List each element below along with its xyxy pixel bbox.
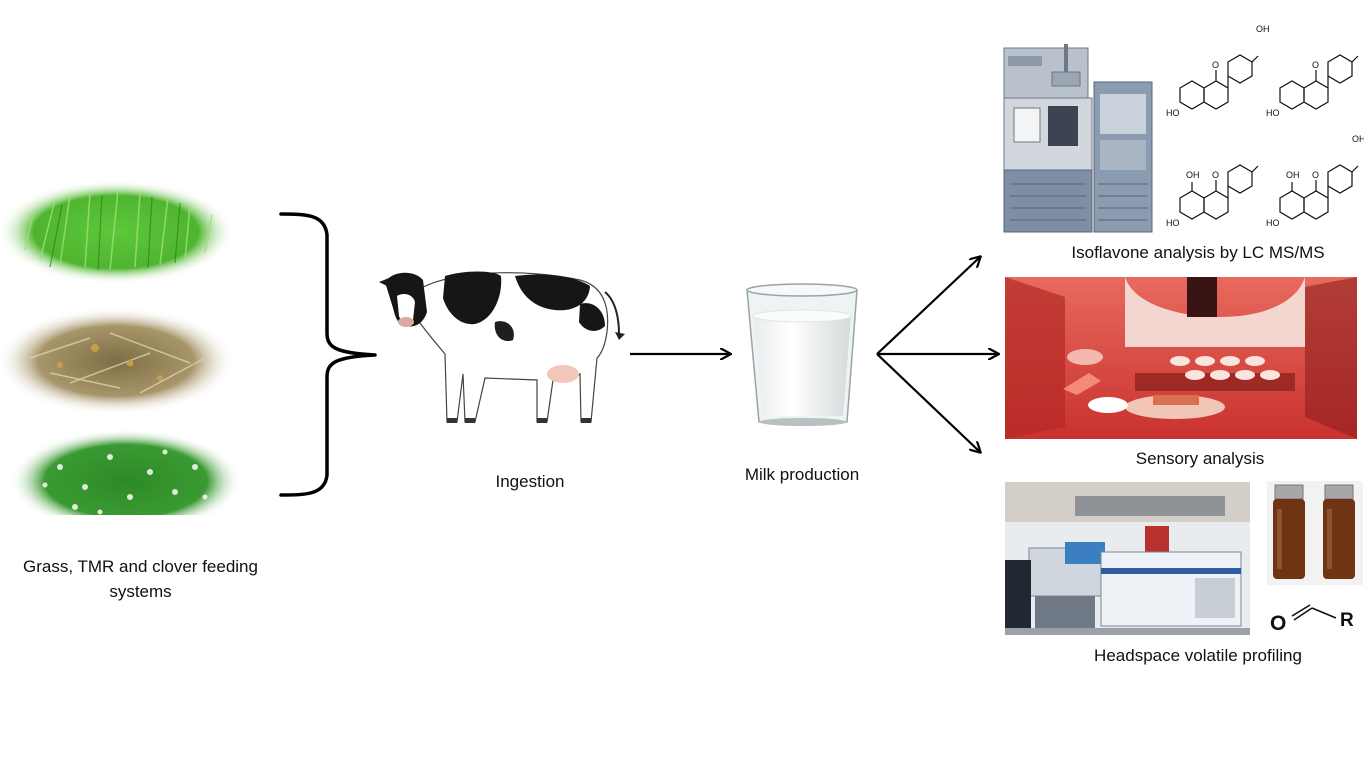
- arrow-to-headspace: [876, 353, 980, 452]
- structure-2: [1279, 54, 1359, 110]
- grass-image: [0, 180, 234, 284]
- sensory-booth-image: [1005, 277, 1357, 439]
- arrow-to-isoflavone: [876, 257, 980, 355]
- amber-vials-image: [1267, 481, 1363, 585]
- aldehyde-r-label: R: [1340, 610, 1354, 631]
- oh-label-2: OH: [1186, 170, 1200, 180]
- cow-image: [379, 271, 625, 423]
- hydroxyl-label-4: HO: [1266, 218, 1280, 228]
- headspace-caption: Headspace volatile profiling: [1094, 646, 1302, 665]
- isoflavone-caption: Isoflavone analysis by LC MS/MS: [1071, 243, 1325, 262]
- gc-instrument-image: [1005, 482, 1250, 635]
- milk-caption: Milk production: [744, 465, 860, 484]
- structure-3: [1179, 164, 1259, 220]
- feeding-caption: Grass, TMR and clover feeding systems: [23, 557, 258, 601]
- oh-label-4: OH: [1352, 134, 1364, 144]
- grouping-brace: [279, 212, 377, 497]
- milk-glass-image: [746, 283, 858, 426]
- oxygen-label-2: O: [1312, 60, 1319, 70]
- tmr-image: [0, 307, 236, 415]
- oxygen-label-1: O: [1212, 60, 1219, 70]
- clover-image: [10, 429, 242, 515]
- structure-1: [1179, 54, 1259, 110]
- oxygen-label-4: O: [1312, 170, 1319, 180]
- sensory-caption: Sensory analysis: [1135, 449, 1265, 468]
- aldehyde-oxygen-label: O: [1270, 612, 1286, 634]
- lcms-instrument-image: [1003, 44, 1153, 233]
- aldehyde-structure: O R: [1270, 604, 1354, 634]
- structure-4: [1279, 164, 1359, 220]
- oh-label-1: OH: [1256, 24, 1270, 34]
- isoflavone-structures: HO OH O HO O HO OH O HO OH O OH: [1166, 24, 1364, 228]
- hydroxyl-label-3: HO: [1166, 218, 1180, 228]
- oxygen-label-3: O: [1212, 170, 1219, 180]
- oh-label-3: OH: [1286, 170, 1300, 180]
- ingestion-caption: Ingestion: [495, 472, 565, 491]
- hydroxyl-label-2: HO: [1266, 108, 1280, 118]
- hydroxyl-label-1: HO: [1166, 108, 1180, 118]
- feeding-images: [0, 180, 242, 515]
